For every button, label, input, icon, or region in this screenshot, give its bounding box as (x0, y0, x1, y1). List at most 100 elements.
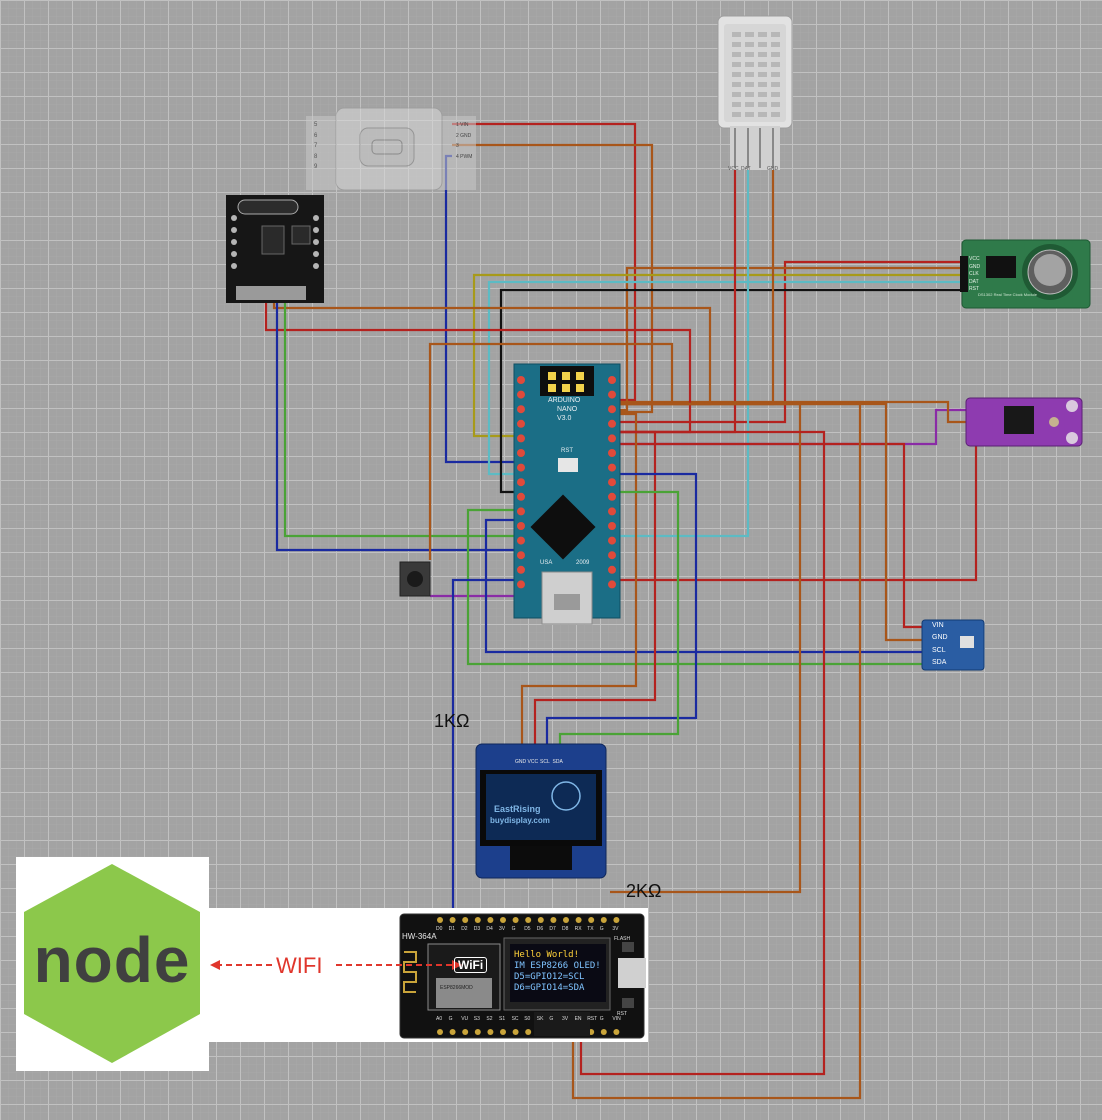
bmp-pin-label: GND (932, 634, 948, 642)
esp-pin-top (613, 917, 620, 923)
pir-pin-label: 1 VIN (456, 122, 469, 128)
rtc-pin-label: CLK (969, 271, 979, 277)
node-logo-text: node (33, 924, 191, 996)
esp8266-board (399, 913, 646, 1039)
nano-pin-left (517, 492, 525, 501)
nano-pin-right (608, 390, 616, 399)
wire-dht-dat (616, 168, 750, 538)
esp-pin-bottom (437, 1029, 443, 1035)
esp-bottom-pin-label: EN (574, 1016, 582, 1022)
esp-module-name: ESP8266MOD (440, 985, 473, 991)
dht-grille-slot (732, 62, 741, 67)
esp-pin-top (512, 917, 519, 923)
esp-top-pin-label: G (511, 926, 516, 932)
hr-pad (231, 239, 237, 245)
bmp-pin-label: SDA (932, 658, 947, 666)
nano-pin-right (608, 419, 616, 428)
dht-pin-label: DAT (741, 166, 751, 172)
dht-grille-slot (745, 82, 754, 87)
esp-bottom-pin-label: S1 (499, 1016, 506, 1022)
esp-pin-bottom (512, 1029, 519, 1035)
hr-pad (313, 263, 319, 269)
hr-pad (313, 215, 319, 221)
nano-pin-left (517, 565, 525, 574)
esp-bottom-pin-label: S2 (486, 1016, 493, 1022)
nano-text-2: NANO (557, 406, 578, 413)
oled-site: buydisplay.com (490, 816, 550, 825)
nano-pin-right (608, 463, 616, 472)
dht-grille-slot (745, 62, 754, 67)
esp-pin-top (550, 917, 557, 923)
rtc-pin-label: RST (969, 286, 979, 292)
dht-grille-slot (771, 82, 780, 87)
rtc-pin-label: DAT (969, 278, 979, 285)
pir-pin-label: 4 PWM (456, 153, 473, 160)
oled-display (475, 743, 607, 879)
hr-pad (313, 251, 319, 257)
dht-grille-slot (758, 82, 767, 87)
dht-grille-slot (732, 92, 741, 97)
esp-pin-bottom (525, 1029, 532, 1035)
dht-grille-slot (732, 42, 741, 47)
pir-pin-label: 6 (314, 132, 318, 139)
esp-rst-label: RST (617, 1011, 627, 1017)
wire-hr-green (283, 300, 518, 538)
nano-pin-right (608, 551, 616, 560)
resistor-2k-label: 2KΩ (626, 881, 662, 901)
esp-top-pin-label: D7 (549, 926, 556, 932)
wire-mod-gnd (616, 400, 968, 424)
nano-pin-right (608, 405, 616, 414)
nano-icsp-pin (548, 384, 556, 392)
nano-pin-left (517, 463, 525, 472)
dht-grille-slot (745, 102, 754, 107)
rtc-pin-label: GND (969, 263, 981, 270)
nano-icsp-pin (576, 384, 584, 392)
nano-icsp-pin (562, 372, 570, 380)
dht-grille-slot (771, 92, 780, 97)
push-button (399, 561, 431, 597)
dht-pin-label: GND (767, 166, 779, 172)
esp-top-pin-label: RX (574, 926, 582, 932)
oled-pin-label: SDA (552, 759, 563, 765)
esp-bottom-pin-label: A0 (436, 1016, 443, 1022)
nano-pin-right (608, 376, 616, 384)
wire-esp-red (579, 430, 826, 1076)
esp-pin-top (474, 917, 481, 923)
pir-pin-label: 3 (456, 143, 459, 149)
esp-pin-bottom (462, 1029, 469, 1035)
nano-text-1: ARDUINO (548, 397, 581, 404)
dht-grille-slot (745, 32, 754, 37)
pir-pin-label: 7 (314, 143, 318, 149)
esp-top-pin-label: D2 (461, 926, 468, 932)
esp-bottom-pin-label: G (448, 1016, 453, 1022)
nano-pin-left (517, 551, 525, 560)
esp-pin-top (575, 917, 582, 923)
esp-pin-top (462, 917, 469, 923)
wire-pir-vin (452, 122, 637, 402)
esp-top-pin-label: D3 (473, 926, 481, 932)
wire-oled-scl (545, 472, 698, 750)
dht-grille-slot (745, 72, 754, 77)
dht-grille-slot (771, 112, 780, 117)
esp-screen-line: Hello World! (514, 950, 580, 960)
dht-grille-slot (758, 52, 767, 57)
esp-bottom-pin-label: S0 (524, 1016, 531, 1022)
wire-rtc-vcc (616, 260, 966, 424)
nano-pin-right (608, 478, 616, 487)
pir-pin-label: 9 (314, 164, 318, 170)
nano-icsp-pin (576, 372, 584, 380)
dht-grille-slot (758, 42, 767, 47)
dht-grille-slot (732, 32, 741, 37)
nano-pin-left (517, 580, 525, 589)
esp-bottom-pin-label: S3 (473, 1016, 480, 1022)
esp-top-pin-label: D1 (448, 926, 455, 932)
dht-grille-slot (745, 52, 754, 57)
wifi-label: WIFI (276, 953, 323, 978)
esp-top-pin-label: D4 (486, 926, 493, 932)
nano-pin-right (608, 565, 616, 574)
dht-grille-slot (758, 112, 767, 117)
rtc-pin-label: VCC (969, 256, 980, 262)
node-logo-hexagon (24, 864, 200, 1063)
bmp-pin-label: SCL (932, 646, 946, 654)
